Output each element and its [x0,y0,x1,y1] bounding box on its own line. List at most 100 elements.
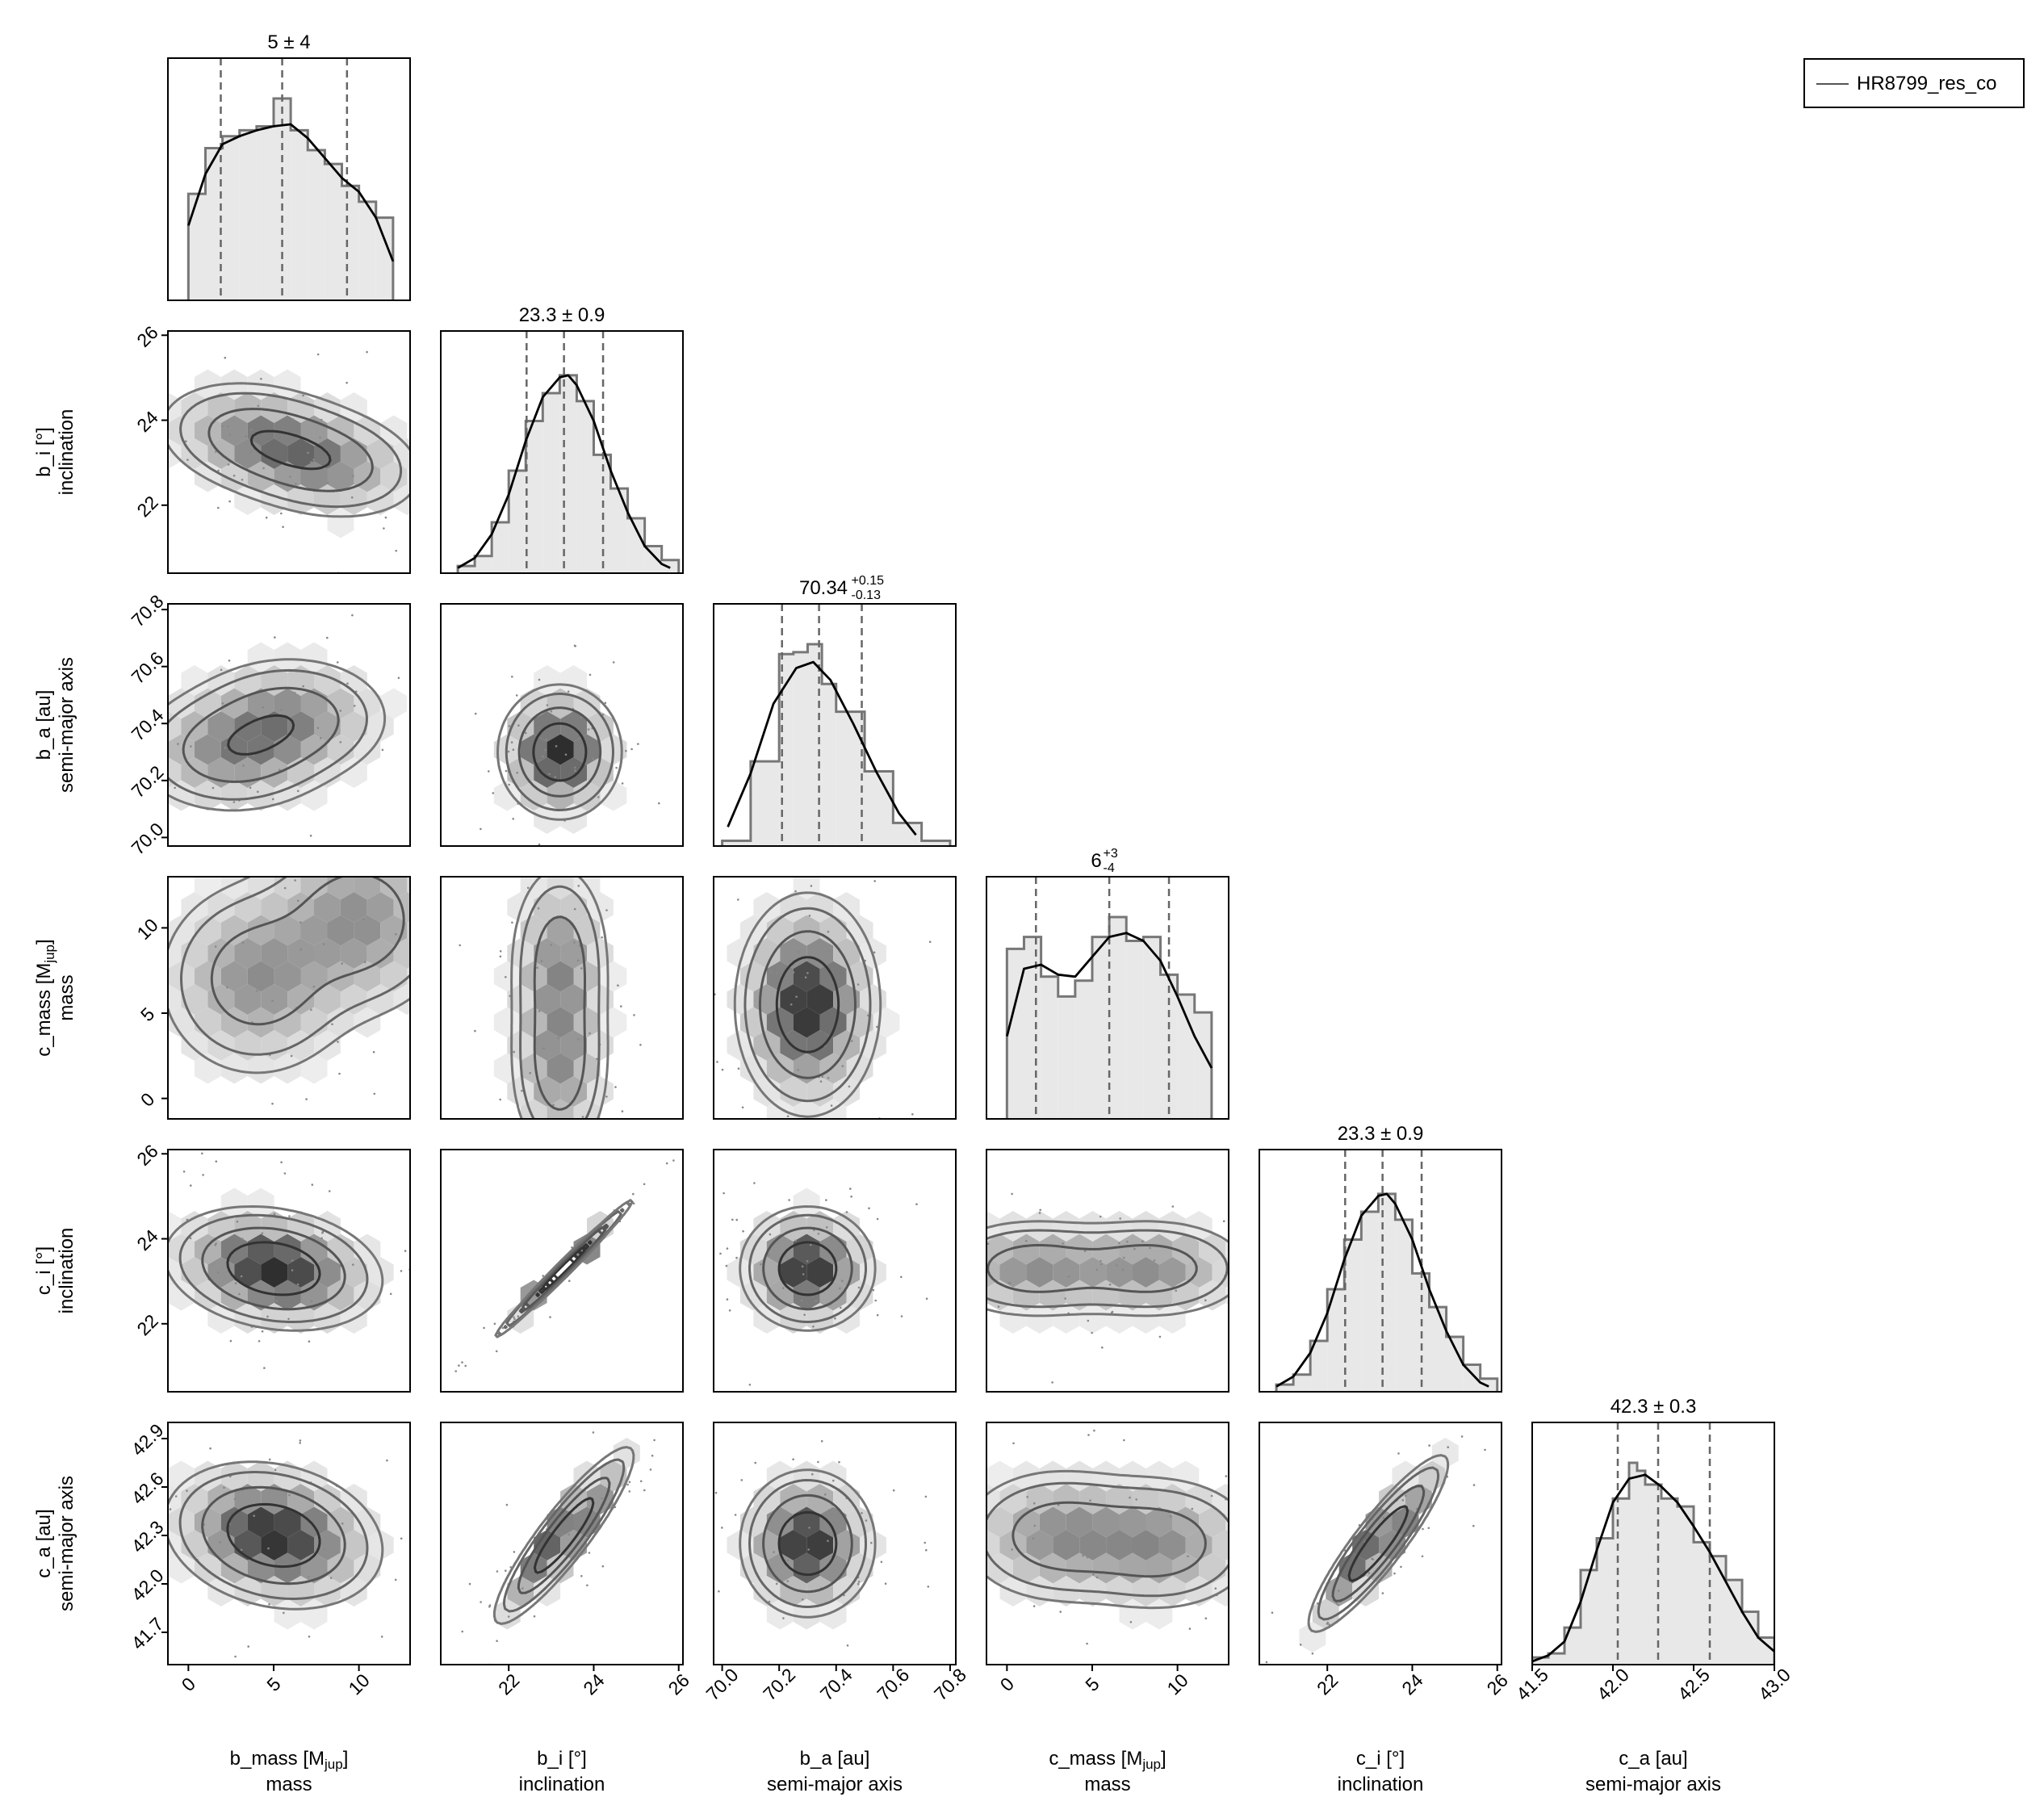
sample-point [626,1483,629,1486]
sample-point [795,995,798,998]
sample-point [542,755,544,758]
sample-point [312,459,315,461]
sample-point [775,1167,777,1169]
hexbin-cell [1119,1234,1146,1265]
sample-point [536,966,538,970]
sample-point [1265,1661,1268,1664]
hexbin-cell [300,961,328,992]
sample-point [291,418,295,421]
sample-point [773,1551,775,1553]
hexbin-cell [1106,1576,1133,1606]
hist-bar [1548,1653,1564,1665]
sample-point [872,1288,875,1292]
sample-point [576,959,580,962]
sample-point [1314,1470,1317,1472]
hexbin-cell [999,1257,1027,1288]
panel-title: 5 ± 4 [267,31,310,53]
hist-panel-c_i: 23.3 ± 0.9 [1259,1123,1502,1393]
sample-point [1089,1499,1091,1502]
hist-bar [921,840,950,846]
sample-point [241,1238,244,1240]
sample-point [249,1294,253,1297]
sample-point [548,773,551,776]
sample-point [1062,1242,1064,1245]
contour-level-2 [519,885,601,1119]
sample-point [792,971,795,974]
hexbin-cell [833,1530,860,1560]
sample-point [801,1265,804,1268]
sample-point [876,1313,879,1317]
sample-point [1149,1246,1151,1250]
hexbin-cell [819,1007,847,1038]
y-axis-label: c_a [au] [33,1509,55,1577]
sample-point [253,1514,256,1517]
sample-point [588,1552,591,1554]
hist-bar [610,488,628,573]
panel-frame [986,1149,1229,1393]
hist-bar [375,217,393,300]
sample-point [169,1508,172,1510]
sample-point [341,1523,344,1525]
sample-point [1338,1590,1340,1592]
hexbin-cell [560,1030,587,1061]
x-tick-label: 0 [178,1673,199,1695]
sample-point [832,1479,835,1482]
contour-level-3 [986,1220,1229,1317]
sample-point [1171,1205,1175,1208]
hexbin-cell [960,1280,986,1311]
y-axis-desc: semi-major axis [56,657,77,793]
hexbin-cell [287,1257,314,1288]
sample-point [538,843,541,846]
sample-point [307,1575,310,1578]
sample-point [800,1299,803,1302]
sample-point [877,1425,880,1427]
hexbin-cell [274,915,301,946]
hexbin-cell [534,1030,561,1061]
hist-bar [1564,1627,1581,1665]
sample-point [819,1080,823,1083]
hexbin-cell [194,1506,221,1538]
sample-point [521,1089,523,1092]
hexbin-cell [573,961,601,992]
hexbin-cell [573,1053,601,1084]
hexbin-cell [793,1099,820,1119]
x-axis-label: c_mass [Mjup] [1049,1748,1166,1772]
hexbin-cell [168,1460,195,1492]
panel-frame [1259,1422,1502,1665]
sample-point [217,506,220,509]
hist-bar [1597,1538,1613,1665]
hexbin-cell [407,467,410,487]
hexbin-cell [520,1053,547,1084]
sample-point [512,748,515,751]
sample-point [544,748,547,752]
sample-point [1381,1592,1384,1594]
hexbin-cell [234,938,262,969]
hexbin-cell [534,1076,561,1107]
sample-point [754,1461,756,1464]
y-tick-label: 41.7 [128,1613,168,1653]
hexbin-cell [1026,1257,1053,1288]
panel-frame [713,1422,957,1665]
x-tick-label: 5 [262,1673,284,1695]
hexbin-cell [327,1552,354,1584]
sample-point [797,1069,800,1071]
sample-point [723,1192,725,1195]
sample-point [857,983,860,986]
hexbin-cell [806,984,834,1015]
sample-point [512,818,514,820]
hexbin-cell [573,1099,601,1119]
sample-point [632,1192,635,1196]
sample-point [924,1495,928,1498]
hexbin-cell [1431,1438,1459,1468]
sample-point [404,1250,407,1252]
sample-point [734,1514,737,1516]
sample-point [395,550,398,552]
sample-point [564,753,568,756]
sample-point [395,932,397,936]
sample-point [273,1213,276,1216]
hexbin-cell [300,915,328,946]
hexbin-cell [340,938,367,969]
hexbin-cell [168,1280,195,1311]
x-axis-label: b_mass [Mjup] [230,1748,349,1772]
sample-point [726,1298,729,1301]
